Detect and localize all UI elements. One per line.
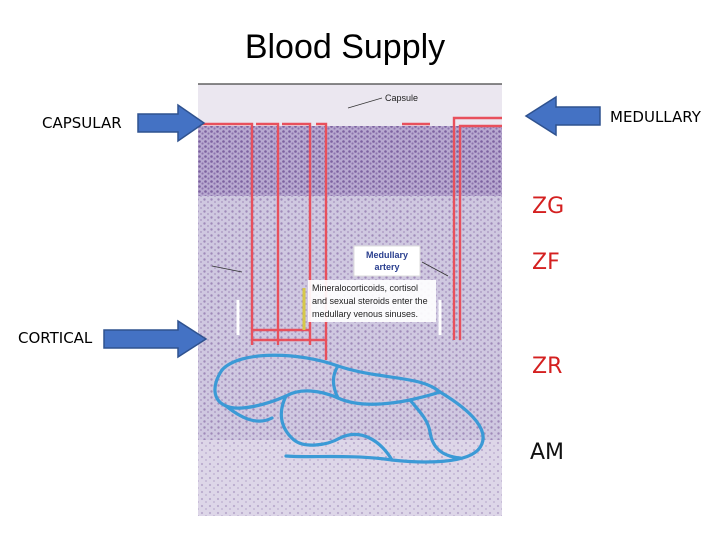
note-line-2: and sexual steroids enter the [312,296,428,306]
medullary-label: MEDULLARY [610,108,701,126]
medullary-artery-callout: Medullary artery [211,245,449,277]
venous-sinuses [213,353,485,464]
zone-label-zf: ZF [532,250,560,275]
medullary-artery-label-2: artery [374,262,399,272]
cortical-label: CORTICAL [18,329,93,347]
capsule-callout: Capsule [347,93,418,109]
medullary-arrow-icon [524,95,601,137]
capsule-label: Capsule [385,93,418,103]
medullary-artery-label-1: Medullary [366,250,408,260]
cortical-arrow-icon [103,319,208,359]
zone-label-zg: ZG [532,194,565,219]
zone-label-am: AM [530,440,565,465]
note-line-1: Mineralocorticoids, cortisol [312,283,418,293]
capsular-label: CAPSULAR [42,114,122,132]
steroid-note-callout: Mineralocorticoids, cortisol and sexual … [236,280,442,335]
note-line-3: medullary venous sinuses. [312,309,418,319]
zone-label-zr: ZR [532,354,563,379]
page-title: Blood Supply [244,28,446,66]
capsular-arrow-icon [137,103,206,143]
